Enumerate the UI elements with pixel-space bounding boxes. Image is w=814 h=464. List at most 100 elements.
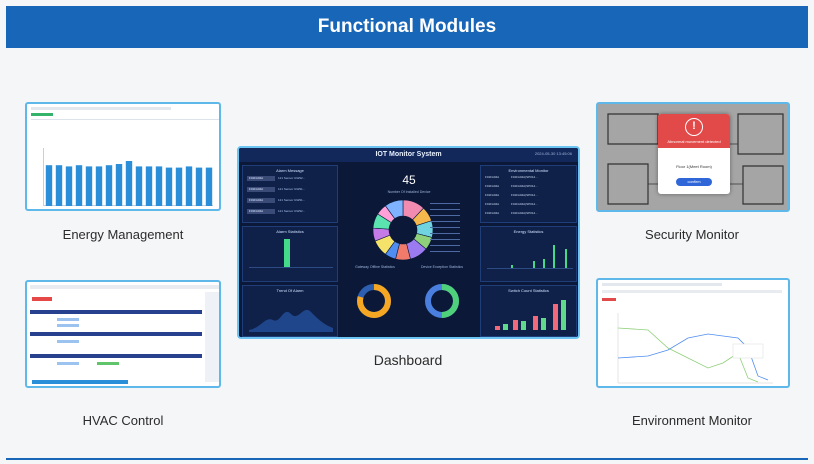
hvac-chip-active xyxy=(97,362,119,365)
dashboard-time: 2024-05-30 13:45:06 xyxy=(534,151,572,156)
trend-alarm-title: Trend Of Alarm xyxy=(276,288,304,293)
energy-bar xyxy=(45,165,53,206)
energy-bar xyxy=(75,165,83,206)
alarm-tag: F01FA04A xyxy=(247,209,275,214)
page-header: Functional Modules xyxy=(6,6,808,48)
energy-stat-bar xyxy=(511,265,513,268)
env-line-chart xyxy=(617,313,773,384)
alarm-text: 121 Sensor GW91... xyxy=(278,187,306,191)
energy-statistics-panel: Energy Statistics xyxy=(480,226,577,282)
energy-bar xyxy=(155,166,163,206)
alert-header: ! Abnormal movement detected xyxy=(658,114,730,148)
env-tab-active xyxy=(602,298,616,301)
alarm-text: 121 Sensor GW91... xyxy=(278,198,306,202)
security-monitor-caption: Security Monitor xyxy=(645,227,739,242)
query-button xyxy=(31,113,53,116)
energy-stat-bar xyxy=(533,261,535,268)
alert-dialog: ! Abnormal movement detected Floor 1(Mee… xyxy=(658,114,730,194)
energy-bar xyxy=(135,166,143,206)
environmental-monitor-panel: Environmental Monitor F01FA04A F01FA04A(… xyxy=(480,165,577,223)
switch-count-panel: Switch Count Statistics xyxy=(480,285,577,337)
energy-bar xyxy=(145,166,153,206)
switch-bar xyxy=(553,304,558,330)
energy-bar xyxy=(95,166,103,206)
env-row-id: F01FA04A xyxy=(485,184,500,188)
hvac-chip xyxy=(57,318,79,321)
energy-bar xyxy=(65,166,73,206)
hvac-control-screenshot[interactable] xyxy=(25,280,221,388)
env-row-id: F01FA04A xyxy=(485,193,500,197)
page-title: Functional Modules xyxy=(317,16,497,37)
hvac-chip xyxy=(57,340,79,343)
trend-area-chart xyxy=(249,309,333,332)
hvac-toolbar xyxy=(30,285,219,289)
env-row-id: F01FA04A xyxy=(485,202,500,206)
exclamation-icon: ! xyxy=(685,118,703,136)
dashboard-caption: Dashboard xyxy=(373,352,443,368)
gateway-offline-title: Gateway Offline Statistics xyxy=(355,265,395,269)
energy-chart-area xyxy=(43,148,213,206)
energy-bar xyxy=(175,167,183,206)
env-row-id: F01FA04A xyxy=(485,211,500,215)
axis-line xyxy=(249,267,333,268)
environment-monitor-screenshot[interactable] xyxy=(596,278,790,388)
switch-bar xyxy=(561,300,566,330)
device-type-pie xyxy=(372,199,434,261)
energy-management-screenshot[interactable] xyxy=(25,102,221,211)
installed-device-label: Number Of Installed Device xyxy=(387,190,431,194)
alarm-tag: F01FA04A xyxy=(247,176,275,181)
axis-line xyxy=(487,268,573,269)
energy-bar xyxy=(165,167,173,206)
energy-management-caption: Energy Management xyxy=(62,227,184,242)
env-row-value: F01FA04A(SP012... xyxy=(511,184,538,188)
alarm-statistics-title: Alarm Statistics xyxy=(276,229,304,234)
alarm-tag: F01FA04A xyxy=(247,187,275,192)
bottom-divider xyxy=(6,458,808,460)
energy-bar xyxy=(195,167,203,206)
energy-bar xyxy=(105,165,113,206)
switch-count-title: Switch Count Statistics xyxy=(508,288,549,293)
hvac-section-header xyxy=(30,332,202,336)
switch-bar xyxy=(503,324,508,330)
filter-bar xyxy=(31,107,171,110)
alert-message: Floor 1(Meet Room) xyxy=(676,164,712,169)
hvac-section-header xyxy=(30,354,202,358)
energy-bar xyxy=(115,164,123,206)
dashboard-screenshot[interactable]: IOT Monitor System 2024-05-30 13:45:06 A… xyxy=(237,146,580,339)
switch-bar xyxy=(521,321,526,330)
pie-legend xyxy=(430,201,470,259)
pie-slice xyxy=(384,199,404,220)
device-exception-title: Device Exception Statistics xyxy=(420,265,464,269)
hvac-alert-tag xyxy=(32,297,52,301)
energy-bar xyxy=(205,167,213,206)
hvac-control-caption: HVAC Control xyxy=(82,413,164,428)
energy-bar xyxy=(125,161,133,206)
alarm-statistics-panel: Alarm Statistics xyxy=(242,226,338,282)
switch-bar xyxy=(533,316,538,330)
hvac-section-header xyxy=(30,310,202,314)
env-row-value: F01FA04A(SP012... xyxy=(511,175,538,179)
hvac-chip xyxy=(57,324,79,327)
trend-alarm-panel: Trend Of Alarm xyxy=(242,285,338,337)
alarm-message-panel: Alarm Message F01FA04A 121 Sensor GW92..… xyxy=(242,165,338,223)
energy-bar xyxy=(85,166,93,206)
env-filter-bar xyxy=(602,283,722,286)
alarm-message-title: Alarm Message xyxy=(276,168,304,173)
env-row-value: F01FA04A(SP012... xyxy=(511,202,538,206)
divider xyxy=(31,119,219,120)
alert-title: Abnormal movement detected xyxy=(667,139,721,144)
center-panel: 45 Number Of Installed Device Gateway Of… xyxy=(342,165,476,337)
switch-bar xyxy=(541,318,546,330)
hvac-sidebar xyxy=(205,292,219,382)
alarm-text: 121 Sensor GW92... xyxy=(278,209,306,213)
security-monitor-screenshot[interactable]: ! Abnormal movement detected Floor 1(Mee… xyxy=(596,102,790,212)
installed-device-count: 45 xyxy=(402,173,416,187)
alarm-stat-bar xyxy=(284,239,290,267)
alarm-tag: F01FA04A xyxy=(247,198,275,203)
hvac-chip xyxy=(57,362,79,365)
confirm-button[interactable]: confirm xyxy=(676,178,712,186)
energy-bar xyxy=(55,165,63,206)
hvac-button-row xyxy=(32,380,128,384)
energy-statistics-title: Energy Statistics xyxy=(513,229,544,234)
